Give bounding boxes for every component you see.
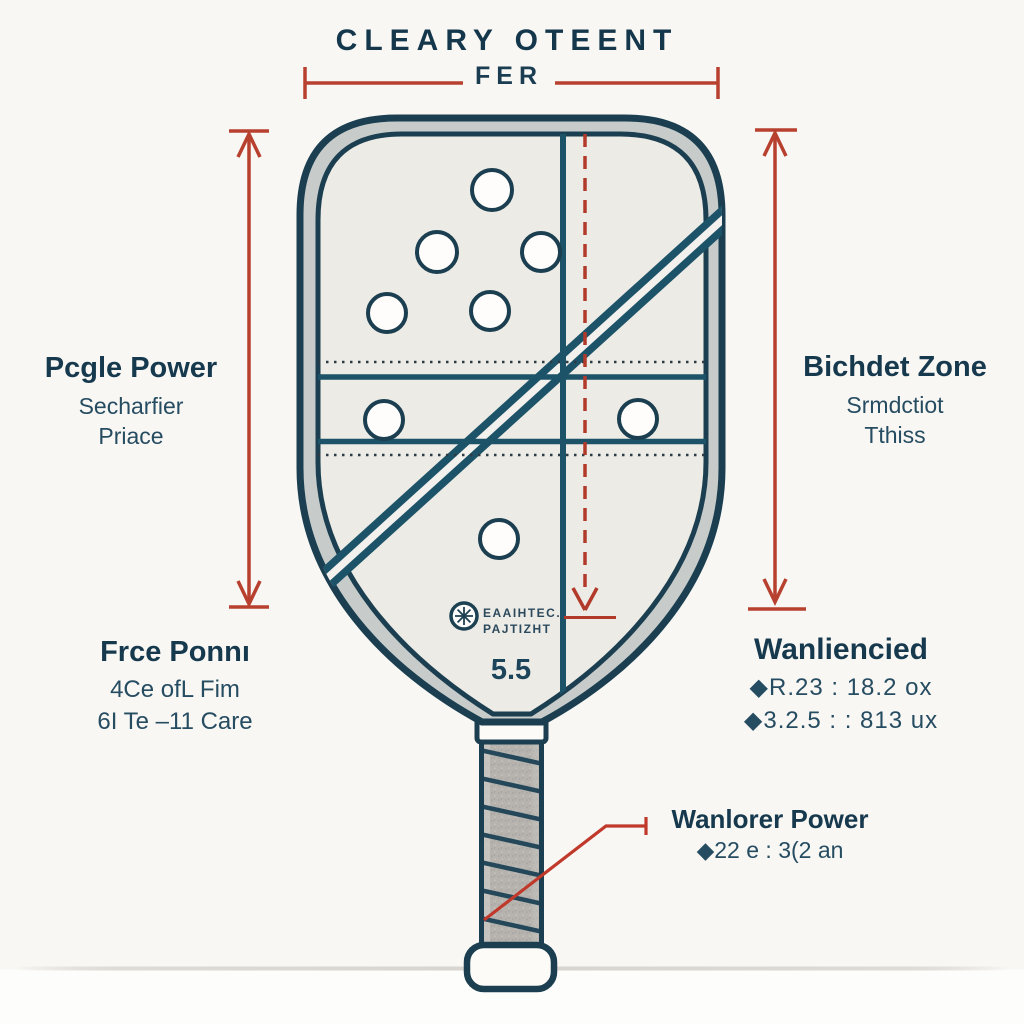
- brand-badge-icon: [449, 601, 479, 631]
- label-right-line1: Srmdctiot: [846, 392, 944, 418]
- label-left-line2: Priace: [98, 423, 164, 449]
- label-left-block: Pcgle Power Secharfier Priace: [45, 351, 217, 451]
- label-bottom-right-block: Wanliencied ◆R.23 : 18.2 ox ◆3.2.5 : : 8…: [744, 633, 938, 737]
- page-title: CLEARY OTEENT: [335, 24, 679, 57]
- label-left-heading: Pcgle Power: [44, 352, 218, 384]
- label-bottom-left-line2: 6I Te –11 Care: [97, 708, 253, 735]
- grip-leader-line: [483, 817, 648, 922]
- label-grip-heading: Wanlorer Power: [671, 804, 869, 834]
- paddle-brand-line1: EAAIHTEC.: [483, 606, 562, 620]
- width-dimension-label: FER: [463, 62, 555, 91]
- face-construction-lines: [318, 134, 706, 705]
- height-measure-arrow-right: [748, 128, 806, 611]
- paddle-rating: 5.5: [490, 654, 532, 686]
- paddle-brand-line2: PAJTIZHT: [483, 622, 552, 636]
- label-right-heading: Bichdet Zone: [803, 351, 987, 383]
- diagonal-stripe-band: [300, 199, 722, 604]
- label-right-block: Bichdet Zone Srmdctiot Tthiss: [803, 350, 987, 450]
- label-left-line1: Secharfier: [78, 393, 184, 419]
- height-measure-arrow-left: [229, 129, 269, 609]
- label-bottom-left-heading: Frce Ponnı: [100, 636, 250, 668]
- label-bottom-left-line1: 4Ce ofL Fim: [110, 676, 240, 703]
- label-bottom-left-block: Frce Ponnı 4Ce ofL Fim 6I Te –11 Care: [97, 635, 252, 738]
- handle-grip: [479, 734, 544, 952]
- paddle-holes: [363, 168, 659, 560]
- label-grip-block: Wanlorer Power ◆22 e : 3(2 an: [672, 804, 869, 866]
- label-bottom-right-line2: ◆3.2.5 : : 813 ux: [743, 707, 939, 734]
- label-grip-line1: ◆22 e : 3(2 an: [696, 837, 844, 863]
- label-bottom-right-line1: ◆R.23 : 18.2 ox: [749, 674, 933, 701]
- label-right-line2: Tthiss: [864, 422, 926, 448]
- handle-butt-cap: [463, 941, 558, 993]
- label-bottom-right-heading: Wanliencied: [754, 633, 928, 666]
- red-dashed-centerline: [564, 134, 616, 619]
